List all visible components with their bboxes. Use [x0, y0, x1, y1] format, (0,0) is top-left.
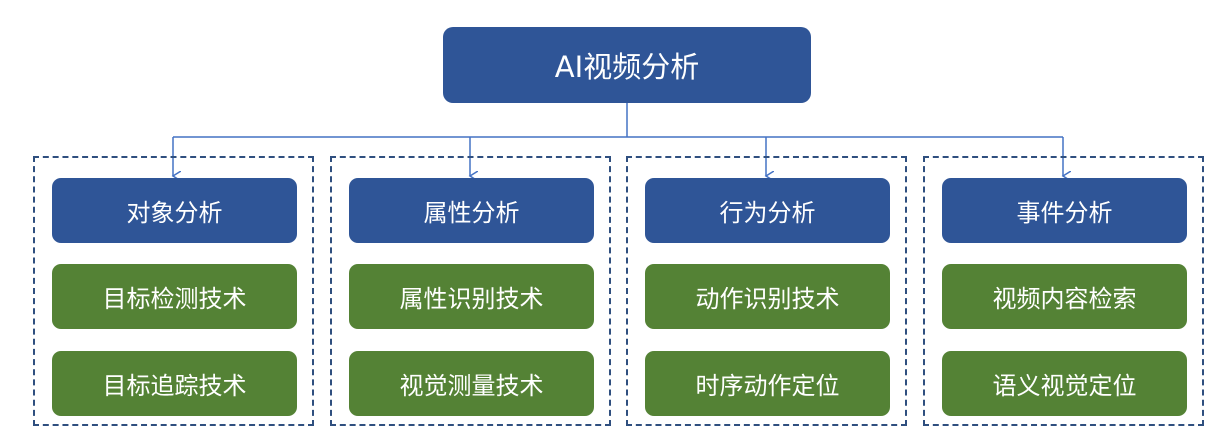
technique-label: 动作识别技术: [695, 285, 840, 313]
group-behavior-analysis: 行为分析 动作识别技术 时序动作定位: [626, 156, 907, 426]
technique-node: 目标检测技术: [52, 264, 297, 329]
group-title-node: 对象分析: [52, 178, 297, 243]
root-node-label: AI视频分析: [554, 50, 700, 84]
group-event-analysis: 事件分析 视频内容检索 语义视觉定位: [923, 156, 1204, 426]
group-title-label: 属性分析: [423, 199, 520, 227]
group-title-node: 行为分析: [645, 178, 890, 243]
technique-node: 语义视觉定位: [942, 351, 1187, 416]
technique-label: 时序动作定位: [695, 372, 840, 400]
group-object-analysis: 对象分析 目标检测技术 目标追踪技术: [33, 156, 314, 426]
technique-label: 目标追踪技术: [102, 372, 247, 400]
group-title-node: 属性分析: [349, 178, 594, 243]
technique-node: 视频内容检索: [942, 264, 1187, 329]
technique-node: 视觉测量技术: [349, 351, 594, 416]
group-title-node: 事件分析: [942, 178, 1187, 243]
technique-label: 视频内容检索: [992, 285, 1137, 313]
root-node: AI视频分析: [443, 27, 811, 103]
group-attribute-analysis: 属性分析 属性识别技术 视觉测量技术: [330, 156, 611, 426]
group-title-label: 对象分析: [126, 199, 223, 227]
technique-label: 视觉测量技术: [399, 372, 544, 400]
technique-label: 语义视觉定位: [992, 372, 1137, 400]
group-title-label: 事件分析: [1016, 199, 1113, 227]
technique-node: 属性识别技术: [349, 264, 594, 329]
technique-node: 时序动作定位: [645, 351, 890, 416]
technique-node: 动作识别技术: [645, 264, 890, 329]
technique-node: 目标追踪技术: [52, 351, 297, 416]
technique-label: 属性识别技术: [399, 285, 544, 313]
group-title-label: 行为分析: [719, 199, 816, 227]
technique-label: 目标检测技术: [102, 285, 247, 313]
